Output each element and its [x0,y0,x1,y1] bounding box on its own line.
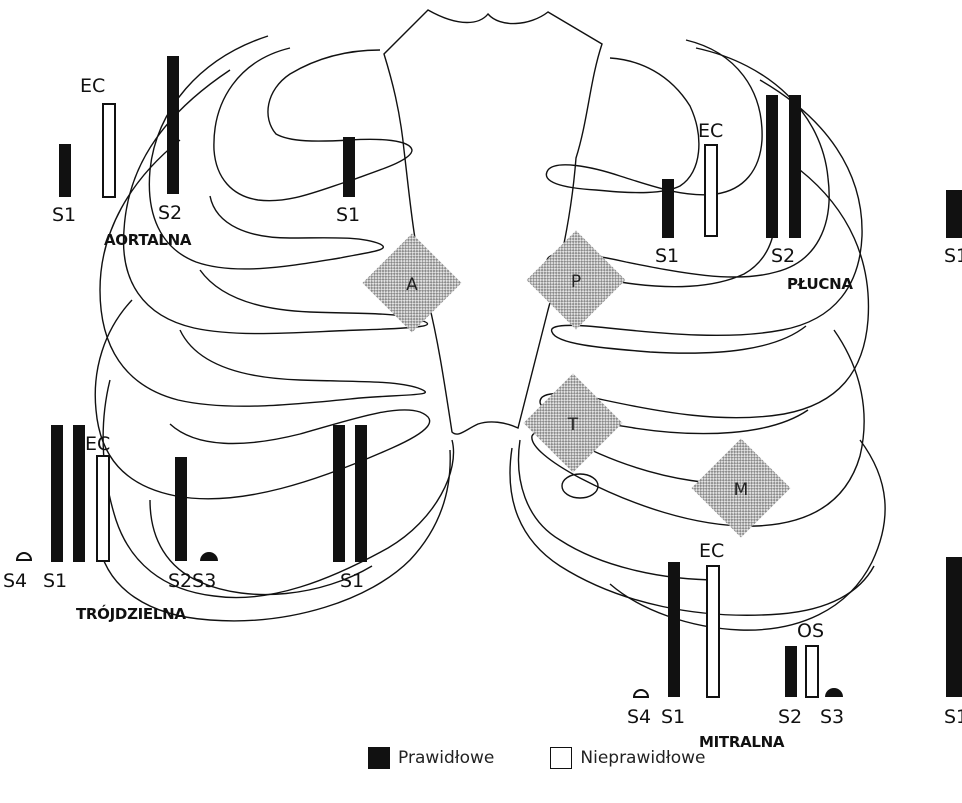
tricuspid-s3-mark [200,552,218,561]
pulmonic-s2-bar-p [789,95,801,238]
pulmonic-ec-bar [705,145,717,236]
pulmonic-ec-label: EC [698,120,723,142]
tricuspid-ec-bar [97,456,109,561]
pulmonic-area-name: PŁUCNA [787,275,853,293]
aortic-s1-bar-2 [343,137,355,197]
mitral-s2-bar [785,646,797,697]
rib-right-8 [510,448,874,615]
mitral-ec-bar [707,566,719,697]
mitral-s1-label-right: S1 [944,706,962,728]
rib-right-7 [519,440,720,580]
zone-pulmonic: P [527,231,626,330]
mitral-s1-bar [668,562,680,697]
tricuspid-s4-label: S4 [3,570,27,592]
mitral-s3-mark [825,688,843,697]
tricuspid-s1-bar-2m [333,425,345,562]
pulmonic-sounds: EC S1 S2 PŁUCNA S1 [655,95,962,293]
aortic-s1-bar [59,144,71,197]
mitral-sounds: EC OS S4 S1 S2 S3 MITRALNA S1 [627,540,962,751]
aortic-ec-label: EC [80,75,105,97]
aortic-area-name: AORTALNA [104,231,192,249]
legend-abnormal: Nieprawidłowe [550,747,705,769]
mitral-s3-label: S3 [820,706,844,728]
aortic-s2-label: S2 [158,202,182,224]
tricuspid-s1-label: S1 [43,570,67,592]
aortic-ec-bar [103,104,115,197]
tricuspid-sounds: EC S4 S1 S2S3 TRÓJDZIELNA S1 [3,425,367,623]
mitral-s2-label: S2 [778,706,802,728]
sternum-manubrium [384,10,602,434]
pulmonic-s1-label-right: S1 [944,245,962,267]
legend: Prawidłowe Nieprawidłowe [368,747,705,769]
tricuspid-s1-bar-t [73,425,85,562]
mitral-s4-label: S4 [627,706,651,728]
tricuspid-ec-label: EC [85,433,110,455]
mitral-ec-label: EC [699,540,724,562]
zone-mitral-letter: M [734,480,749,500]
legend-normal: Prawidłowe [368,747,494,769]
legend-filled-swatch [368,747,390,769]
mitral-s1-bar-right [946,557,962,697]
tricuspid-s1-bar-2t [355,425,367,562]
tricuspid-s1-bar-m [51,425,63,562]
tricuspid-s2-bar [175,457,187,561]
pulmonic-s1-bar [662,179,674,238]
pulmonic-s1-bar-right [946,190,962,238]
rib-left-8 [98,450,450,621]
pulmonic-s2-bar-a [766,95,778,238]
legend-normal-label: Prawidłowe [398,748,494,768]
aortic-sounds: EC S1 S2 AORTALNA S1 [52,56,360,249]
mitral-area-name: MITRALNA [699,733,785,751]
legend-open-swatch [550,747,572,769]
zone-pulmonic-letter: P [571,272,581,292]
tricuspid-area-name: TRÓJDZIELNA [76,604,186,623]
mitral-os-bar [806,646,818,697]
zone-tricuspid-letter: T [567,415,579,435]
mitral-os-label: OS [797,620,824,642]
rib-right-1 [546,40,762,195]
aortic-s2-bar [167,56,179,194]
zone-aortic-letter: A [406,275,418,295]
aortic-s1-label: S1 [52,204,76,226]
mitral-s1-label: S1 [661,706,685,728]
tricuspid-s1-label-2: S1 [340,570,364,592]
tricuspid-s2s3-label: S2S3 [168,570,216,592]
aortic-s1-label-2: S1 [336,204,360,226]
pulmonic-s1-label: S1 [655,245,679,267]
tricuspid-s4-mark [17,553,31,560]
pulmonic-s2-label: S2 [771,245,795,267]
mitral-s4-mark [634,690,648,697]
zone-aortic: A [363,234,462,333]
legend-abnormal-label: Nieprawidłowe [580,748,705,768]
rib-left-1 [214,48,412,201]
